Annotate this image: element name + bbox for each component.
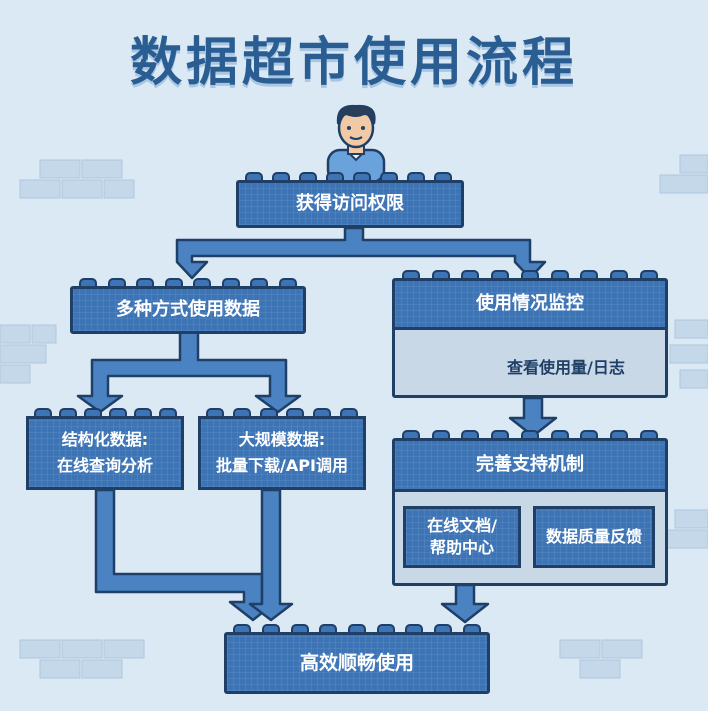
- node-final-label: 高效顺畅使用: [299, 652, 414, 674]
- stud: [158, 408, 177, 418]
- stud: [640, 270, 658, 280]
- page-title: 数据超市使用流程: [129, 33, 578, 93]
- node-monitor: 使用情况监控 查看使用量/日志: [392, 278, 668, 398]
- stud: [79, 278, 98, 288]
- stud: [433, 172, 452, 182]
- docs-line-2: 帮助中心: [429, 538, 494, 557]
- stud: [431, 430, 450, 440]
- node-support-label: 完善支持机制: [476, 454, 584, 475]
- stud: [640, 430, 658, 440]
- stud: [462, 624, 481, 634]
- arrow-support-final: [440, 583, 490, 624]
- block-studs: [396, 430, 664, 440]
- block-studs: [74, 278, 302, 288]
- structured-line-2: 在线查询分析: [56, 456, 153, 475]
- stud: [379, 172, 398, 182]
- stud: [83, 408, 102, 418]
- stud: [193, 278, 212, 288]
- node-access-label: 获得访问权限: [296, 193, 404, 214]
- node-final: 高效顺畅使用: [224, 632, 490, 694]
- stud: [286, 408, 305, 418]
- stud: [221, 278, 240, 288]
- user-avatar-icon: [326, 104, 386, 184]
- block-studs: [228, 624, 486, 634]
- stud: [244, 172, 263, 182]
- stud: [312, 408, 331, 418]
- stud: [405, 624, 424, 634]
- node-feedback: 数据质量反馈: [533, 506, 655, 568]
- large-scale-line-2: 批量下载/API调用: [216, 456, 348, 475]
- stud: [491, 430, 510, 440]
- stud: [107, 278, 126, 288]
- stud: [206, 408, 225, 418]
- stud: [290, 624, 309, 634]
- stud: [319, 624, 338, 634]
- large-scale-line-1: 大规模数据:: [238, 430, 326, 449]
- stud: [278, 278, 297, 288]
- arrow-large-final: [248, 488, 294, 622]
- node-ways-label: 多种方式使用数据: [116, 299, 260, 320]
- stud: [33, 408, 52, 418]
- support-panel: 在线文档/ 帮助中心 数据质量反馈: [395, 489, 665, 583]
- stud: [376, 624, 395, 634]
- monitor-detail-label: 查看使用量/日志: [507, 358, 625, 377]
- arrow-monitor-support: [508, 396, 558, 438]
- stud: [325, 172, 344, 182]
- stud: [461, 270, 480, 280]
- node-ways: 多种方式使用数据: [70, 286, 306, 334]
- split-arrow-top: [175, 226, 547, 280]
- node-access: 获得访问权限: [236, 180, 464, 228]
- stud: [580, 270, 599, 280]
- block-studs: [202, 408, 362, 418]
- stud: [133, 408, 152, 418]
- stud: [491, 270, 510, 280]
- node-docs: 在线文档/ 帮助中心: [403, 506, 521, 568]
- stud: [401, 430, 420, 440]
- stud: [233, 624, 252, 634]
- arrow-structured-final: [94, 488, 278, 622]
- stud: [580, 430, 599, 440]
- stud: [298, 172, 317, 182]
- stud: [520, 430, 539, 440]
- stud: [136, 278, 155, 288]
- node-structured: 结构化数据: 在线查询分析: [26, 416, 184, 490]
- structured-line-1: 结构化数据:: [61, 430, 149, 449]
- stud: [58, 408, 77, 418]
- stud: [347, 624, 366, 634]
- node-large-scale: 大规模数据: 批量下载/API调用: [198, 416, 366, 490]
- node-support: 完善支持机制 在线文档/ 帮助中心 数据质量反馈: [392, 438, 668, 586]
- stud: [431, 270, 450, 280]
- stud: [108, 408, 127, 418]
- stud: [250, 278, 269, 288]
- node-monitor-label: 使用情况监控: [476, 293, 584, 314]
- block-studs: [30, 408, 180, 418]
- stud: [339, 408, 358, 418]
- block-studs: [396, 270, 664, 280]
- stud: [550, 430, 569, 440]
- stud: [352, 172, 371, 182]
- stud: [610, 270, 629, 280]
- block-studs: [240, 172, 456, 182]
- stud: [261, 624, 280, 634]
- stud: [610, 430, 629, 440]
- stud: [550, 270, 569, 280]
- stud: [406, 172, 425, 182]
- stud: [401, 270, 420, 280]
- stud: [433, 624, 452, 634]
- split-arrow-mid: [76, 330, 302, 414]
- stud: [259, 408, 278, 418]
- stud: [271, 172, 290, 182]
- stud: [232, 408, 251, 418]
- stud: [520, 270, 539, 280]
- docs-line-1: 在线文档/: [427, 516, 497, 535]
- stud: [461, 430, 480, 440]
- feedback-label: 数据质量反馈: [545, 527, 642, 546]
- monitor-panel: 查看使用量/日志: [395, 327, 665, 395]
- stud: [164, 278, 183, 288]
